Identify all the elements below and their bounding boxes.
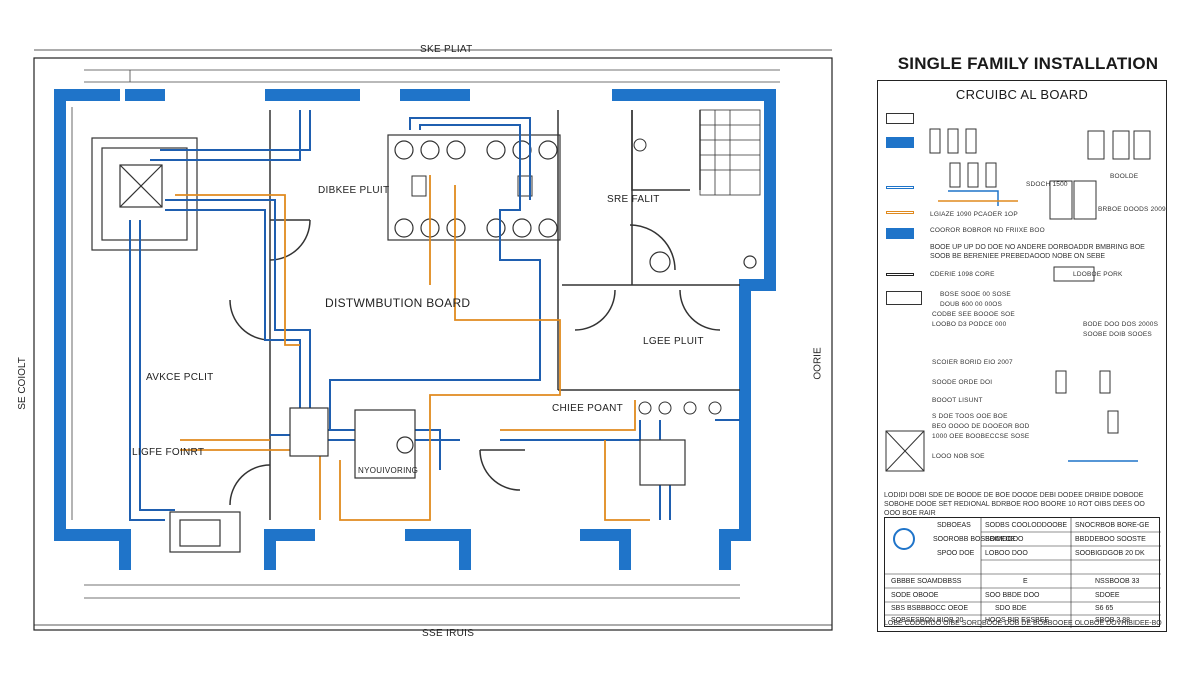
legend-row-right: BRBOE DOODS 2009 xyxy=(1098,206,1166,213)
fixture-circle xyxy=(633,138,647,152)
legend-symbols xyxy=(885,128,1151,472)
legend-item: LOOBO D3 PODCE 000 xyxy=(932,321,1007,328)
wall-inner-lines xyxy=(71,69,780,599)
table-cell: SDBOEAS xyxy=(937,522,971,529)
meter-box xyxy=(91,137,198,251)
breakers-row-bottom xyxy=(394,218,558,238)
door-arc xyxy=(269,219,311,261)
fixture-circle xyxy=(649,251,671,273)
legend-footnote: LODIDI DOBI SDE DE BOODE DE BOE DOODE DE… xyxy=(884,492,1145,517)
legend-bottom-note: LOBE CODORDO OIBE SORDBOOE DOB DE BOBBOO… xyxy=(884,620,1162,627)
legend-item: BOSE SOOE 00 SOSE xyxy=(940,291,1011,298)
legend-swatch-wall-2 xyxy=(886,228,914,239)
legend-item: BOOOT LISUNT xyxy=(932,397,983,404)
door-arc xyxy=(479,449,521,491)
table-cell: SBOB 3 88 xyxy=(1095,617,1131,624)
door-arc xyxy=(574,289,616,331)
room-label-distribution-board: DISTWMBUTION BOARD xyxy=(325,296,471,310)
door-arc xyxy=(679,289,721,331)
table-cell: BBDDEBOO SOOSTE xyxy=(1075,536,1146,543)
table-cell: SODE OBOOE xyxy=(891,592,939,599)
table-cell: LOBOO DOO xyxy=(985,550,1028,557)
table-cell: SOOBIGDGOB 20 DK xyxy=(1075,550,1145,557)
main-circuit-board xyxy=(387,134,561,241)
door-arc xyxy=(229,299,271,341)
stairs xyxy=(699,109,761,196)
table-cell: S6 65 xyxy=(1095,605,1114,612)
legend-swatch-orange-wire xyxy=(886,211,914,214)
junction-box xyxy=(169,407,686,553)
legend-notes-block: BOOE UP UP DO DOE NO ANDERE DORBOADDR BM… xyxy=(930,244,1145,260)
table-cell: SDO BDE xyxy=(995,605,1027,612)
legend-row-left: COOROR BOBROR ND FRIIXE BOO xyxy=(930,227,1045,234)
plan-right-label: OORIE xyxy=(812,347,824,380)
legend-swatch-line xyxy=(886,273,914,276)
table-cell: SOBSESBON BIOB 20 xyxy=(891,617,964,624)
legend-row-right: BOOLDE xyxy=(1110,173,1139,180)
legend-item: SOOBE DOIB SOOES xyxy=(1083,331,1152,338)
table-cell: SPOO DOE xyxy=(937,550,975,557)
table-cell: SOOROBB BOSBOOEOE xyxy=(933,536,1016,543)
legend-item: SCOIER BORID EIO 2007 xyxy=(932,359,1013,366)
plan-left-label: SE COIOLT xyxy=(16,357,28,410)
legend-item: BEO OOOO DE DOOEOR BOD xyxy=(932,423,1030,430)
legend-swatch-outline xyxy=(886,113,914,124)
room-label-chee-point: CHIEE POANT xyxy=(552,403,624,414)
legend-row-right: SDOCH 1500 xyxy=(1026,181,1068,188)
drawing-frame xyxy=(33,57,833,631)
legend-item: SOODE ORDE DOI xyxy=(932,379,993,386)
legend-item: LOOO NOB SOE xyxy=(932,453,985,460)
table-cell: SNOCRBOB BORE-GE xyxy=(1075,522,1150,529)
legend-item: BODE DOO DOS 2000S xyxy=(1083,321,1159,328)
room-label-ligfe-foinrt: LIGFE FOINRT xyxy=(132,447,205,458)
floor-plan-drawing xyxy=(33,49,833,631)
room-label-avke-pclit: AVKCE PCLIT xyxy=(146,372,214,383)
legend-panel: CRCUIBC AL BOARD CDERIE 1098 CORE LDOBOE… xyxy=(877,80,1167,632)
room-label-lge-pluit: LGEE PLUIT xyxy=(643,336,704,347)
table-cell: SBIMODOO xyxy=(985,536,1024,543)
outer-walls xyxy=(54,89,776,570)
legend-subtitle: CRCUIBC AL BOARD xyxy=(955,87,1089,102)
breakers-right xyxy=(638,401,722,415)
company-logo-icon xyxy=(893,528,915,550)
table-cell: SOO BBDE DOO xyxy=(985,592,1040,599)
legend-item: S DOE TOOS OOE BOE xyxy=(932,413,1008,420)
switch-block xyxy=(411,175,427,197)
door-arc xyxy=(229,464,271,506)
interior-walls xyxy=(229,110,740,520)
legend-item: CDERIE 1098 CORE xyxy=(930,271,995,278)
plan-top-label: SKE PLIAT xyxy=(420,44,473,55)
switch-block xyxy=(517,175,533,197)
legend-swatch-box xyxy=(886,291,922,305)
room-label-bike-pluit: DIBKEE PLUIT xyxy=(318,185,390,196)
legend-item: 1000 OEE BOOBECCSE SOSE xyxy=(932,433,1030,440)
table-cell: NSSBOOB 33 xyxy=(1095,578,1140,585)
table-cell: SODBS COOLODDOOBE xyxy=(985,522,1068,529)
orange-wiring xyxy=(175,175,650,521)
table-cell: E xyxy=(1023,578,1028,585)
room-label-ske-falit: SRE FALIT xyxy=(607,194,660,205)
title-block-table: SDBOEAS SODBS COOLODDOOBE SNOCRBOB BORE-… xyxy=(884,517,1161,628)
room-label-nyouring: NYOUIVORING xyxy=(358,466,419,475)
breakers-row-top xyxy=(394,140,558,160)
legend-swatch-wall xyxy=(886,137,914,148)
legend-swatch-blue-wire xyxy=(886,186,914,189)
legend-item: DOUB 600 00 00OS xyxy=(940,301,1003,308)
legend-item: LDOBOE PORK xyxy=(1073,271,1123,278)
table-cell: SBS BSBBBOCC OEOE xyxy=(891,605,969,612)
table-cell: GBBBE SOAMDBBSS xyxy=(891,578,962,585)
legend-title: SINGLE FAMILY INSTALLATION xyxy=(897,54,1159,73)
legend-item: CODBE SEE BOOOE SOE xyxy=(932,311,1015,318)
fixture-circle xyxy=(743,255,757,269)
gauge-icon xyxy=(396,436,414,454)
plan-bottom-label: SSE IRUIS xyxy=(422,628,475,639)
table-grid xyxy=(885,518,1161,628)
legend-row-left: LGIAZE 1090 PCAOER 1OP xyxy=(930,211,1018,218)
door-arc xyxy=(629,224,676,271)
table-cell: SDOEE xyxy=(1095,592,1120,599)
table-cell: HOOS BIR ESSBEE xyxy=(985,617,1050,624)
